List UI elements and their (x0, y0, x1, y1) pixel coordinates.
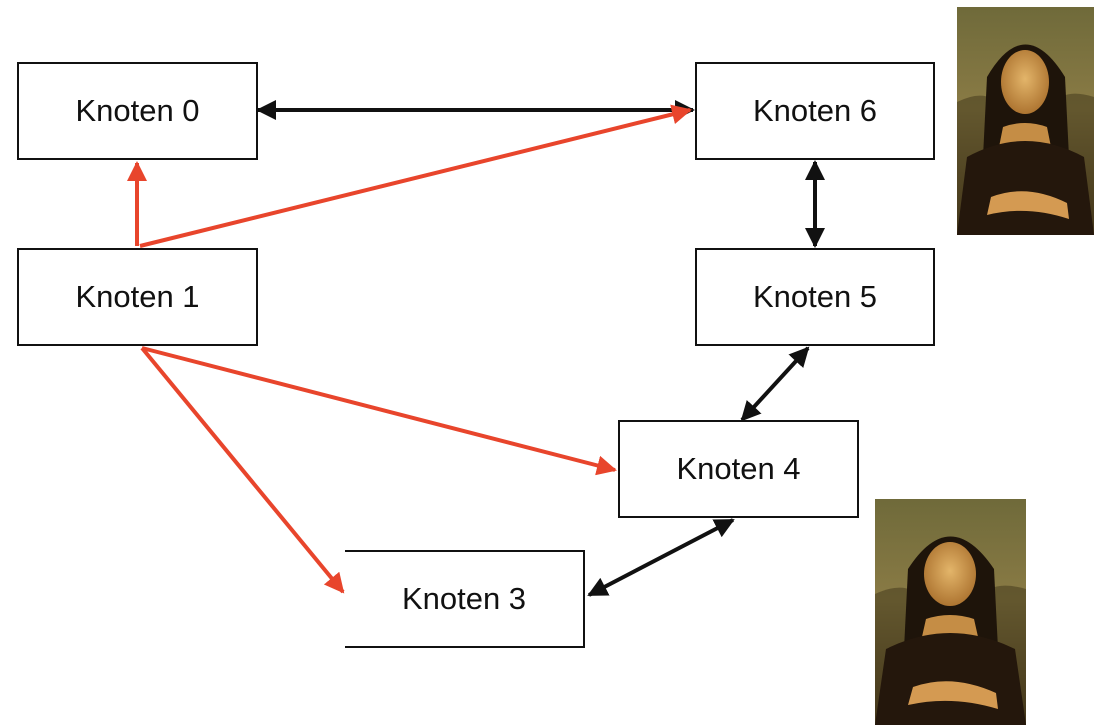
edge-n1-n6 (139, 104, 692, 248)
edge-n5-n4 (740, 346, 810, 422)
mona-lisa-painting (957, 7, 1094, 235)
node-knoten-6[interactable]: Knoten 6 (695, 62, 935, 160)
node-knoten-3[interactable]: Knoten 3 (345, 550, 585, 648)
edge-n4-n3 (587, 518, 735, 597)
mona-lisa-painting (875, 499, 1026, 725)
node-knoten-5[interactable]: Knoten 5 (695, 248, 935, 346)
mona-lisa-image (875, 499, 1026, 725)
mona-lisa-image (957, 7, 1094, 235)
node-knoten-4[interactable]: Knoten 4 (618, 420, 859, 518)
node-knoten-0[interactable]: Knoten 0 (17, 62, 258, 160)
node-knoten-1[interactable]: Knoten 1 (17, 248, 258, 346)
edge-n1-n3 (140, 346, 345, 594)
edge-n1-n4 (141, 346, 617, 476)
